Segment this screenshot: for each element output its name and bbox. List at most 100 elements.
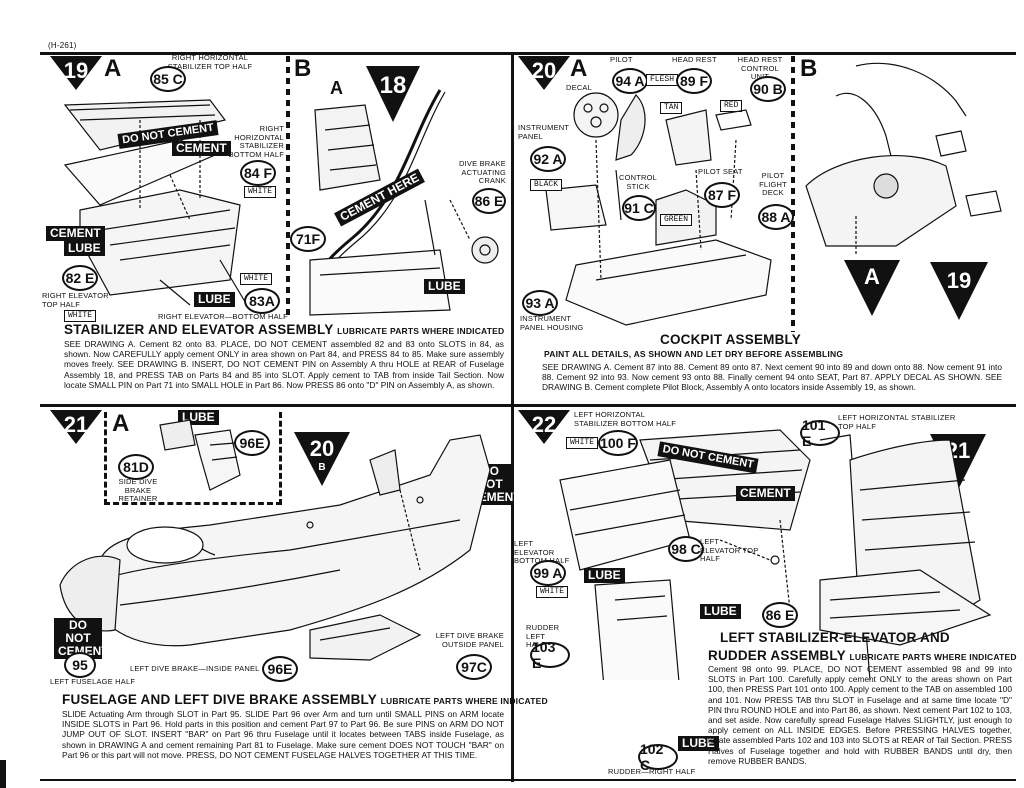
lube-tag-19a: LUBE: [64, 241, 105, 256]
step-19-drawing-a: A: [104, 55, 122, 82]
part-85-callout: 85 C: [150, 66, 186, 92]
part-71-callout: 71F: [290, 226, 326, 252]
part-83-callout: 83A: [244, 288, 280, 314]
step-22-heading-2: RUDDER ASSEMBLY LUBRICATE PARTS WHERE IN…: [708, 648, 1017, 663]
step-20-subheading: PAINT ALL DETAILS, AS SHOWN AND LET DRY …: [544, 349, 844, 359]
label-right-h-stab-bottom: RIGHT HORIZONTAL STABILIZER BOTTOM HALF: [228, 124, 284, 159]
step-22-marker: [518, 410, 570, 444]
lube-tag-19c: LUBE: [424, 279, 465, 294]
ref-a-marker-20b: [844, 260, 900, 316]
step-21-instructions: SLIDE Actuating Arm through SLOT in Part…: [62, 709, 504, 760]
step-20-instructions: SEE DRAWING A. Cement 87 into 88. Cement…: [542, 362, 1002, 393]
label-rudder-right: RUDDER—RIGHT HALF: [608, 767, 696, 776]
drawing-19a: [63, 99, 251, 311]
part-95-callout: 95: [64, 652, 96, 678]
step-19-drawing-b: B: [294, 55, 312, 82]
step-20-number: 20: [531, 58, 557, 83]
part-102-callout: 102 C: [638, 741, 678, 773]
label-pilot: PILOT: [610, 55, 633, 64]
part-81-callout: 81D: [118, 454, 154, 480]
white-tag-22a: WHITE: [566, 437, 599, 449]
part-90-callout: 90 B: [750, 76, 786, 102]
step-20-drawing-a: A: [570, 55, 588, 82]
step-21-number: 21: [63, 412, 89, 437]
part-92-callout: 92 A: [530, 146, 566, 172]
step-20-heading: COCKPIT ASSEMBLY: [660, 332, 801, 347]
step-22-instructions: Cement 98 onto 99. PLACE, DO NOT CEMENT …: [708, 664, 1012, 766]
lube-tag-22b: LUBE: [700, 604, 741, 619]
label-side-dive-brake: SIDE DIVE BRAKE RETAINER: [118, 477, 158, 503]
step-19-number: 19: [63, 58, 89, 83]
step-19-heading-main: STABILIZER AND ELEVATOR ASSEMBLY: [64, 322, 334, 337]
step-19-marker: [50, 56, 102, 90]
label-decal: DECAL: [566, 83, 593, 92]
ref-a-20b: A: [864, 264, 880, 289]
label-pilot-seat: PILOT SEAT: [698, 167, 743, 176]
ref-19-marker-20b: [930, 262, 988, 320]
step-21-marker: [50, 410, 102, 444]
drawing-20a: [545, 92, 772, 326]
part-94-callout: 94 A: [612, 68, 648, 94]
cement-tag-19b: CEMENT: [46, 226, 105, 241]
step-20-marker: [518, 56, 570, 90]
label-instrument-panel: INSTRUMENT PANEL: [518, 123, 570, 141]
lube-tag-22c: LUBE: [678, 736, 719, 751]
step-21-drawing-a: A: [112, 410, 130, 437]
lube-tag-22a: LUBE: [584, 568, 625, 583]
label-right-h-stab-top: RIGHT HORIZONTAL STABILIZER TOP HALF: [167, 53, 253, 71]
ref-20-number: 20: [309, 436, 335, 461]
color-red-tag: RED: [720, 100, 743, 112]
part-97-callout: 97C: [456, 654, 492, 680]
step-22-heading-1: LEFT STABILIZER-ELEVATOR AND: [720, 630, 950, 645]
part-93-callout: 93 A: [522, 290, 558, 316]
step-19-heading-sub: LUBRICATE PARTS WHERE INDICATED: [337, 326, 505, 336]
part-82-callout: 82 E: [62, 265, 98, 291]
cement-tag-19a: CEMENT: [172, 141, 231, 156]
step-20-drawing-b: B: [800, 55, 818, 82]
part-96-callout-a: 96E: [234, 430, 270, 456]
step-22-number: 22: [531, 412, 557, 437]
drawing-20b: [805, 62, 1002, 256]
part-91-callout: 91 C: [622, 195, 656, 221]
color-green-tag: GREEN: [660, 214, 693, 226]
inset-21a-border: [104, 412, 282, 505]
ref-fuselage-18-marker: [366, 66, 420, 122]
cement-tag-22: CEMENT: [736, 486, 795, 501]
label-left-elev-top: LEFT ELEVATOR TOP HALF: [700, 537, 759, 563]
label-control-stick: CONTROL STICK: [618, 173, 658, 191]
part-89-callout: 89 F: [676, 68, 712, 94]
step-20-divider: [791, 56, 795, 332]
drawing-19b: [309, 89, 499, 316]
label-left-dive-brake-inside: LEFT DIVE BRAKE—INSIDE PANEL: [130, 664, 260, 673]
part-98-callout: 98 C: [668, 536, 704, 562]
part-99-callout: 99 A: [530, 560, 566, 586]
step-22-heading-sub: LUBRICATE PARTS WHERE INDICATED: [849, 652, 1017, 662]
ref-19-20b: 19: [946, 268, 972, 293]
label-instrument-housing: INSTRUMENT PANEL HOUSING: [520, 314, 584, 332]
ref-18-number: 18: [379, 72, 407, 99]
color-black-tag: BLACK: [530, 179, 563, 191]
ref-20b-marker: [294, 432, 350, 486]
frame-horizontal-divider: [40, 404, 1016, 407]
label-right-elev-top: RIGHT ELEVATOR TOP HALF: [42, 291, 109, 309]
label-left-fuselage: LEFT FUSELAGE HALF: [50, 677, 136, 686]
step-19-heading: STABILIZER AND ELEVATOR ASSEMBLY LUBRICA…: [64, 322, 504, 337]
drawing-21-fuselage: [59, 434, 491, 661]
label-pilot-flight-deck: PILOT FLIGHT DECK: [759, 171, 787, 197]
label-dive-brake-crank: DIVE BRAKE ACTUATING CRANK: [458, 159, 506, 185]
label-right-elev-bottom: RIGHT ELEVATOR—BOTTOM HALF: [158, 312, 288, 321]
white-tag-19c: WHITE: [240, 273, 273, 285]
frame-top-left: [40, 52, 512, 55]
part-100-callout: 100 F: [598, 430, 638, 456]
step-21-heading: FUSELAGE AND LEFT DIVE BRAKE ASSEMBLY LU…: [62, 692, 548, 707]
white-tag-19a: WHITE: [244, 186, 277, 198]
frame-left-edge: [0, 760, 6, 788]
drawing-22: [559, 429, 992, 680]
step-22-heading-main: RUDDER ASSEMBLY: [708, 648, 846, 663]
label-left-h-stab-bottom: LEFT HORIZONTAL STABILIZER BOTTOM HALF: [574, 410, 677, 428]
step-19-divider: [286, 56, 290, 318]
frame-bottom: [40, 779, 1016, 781]
label-head-rest: HEAD REST: [672, 55, 717, 64]
part-103-callout: 103 E: [530, 639, 570, 671]
part-88-callout: 88 A: [758, 204, 794, 230]
